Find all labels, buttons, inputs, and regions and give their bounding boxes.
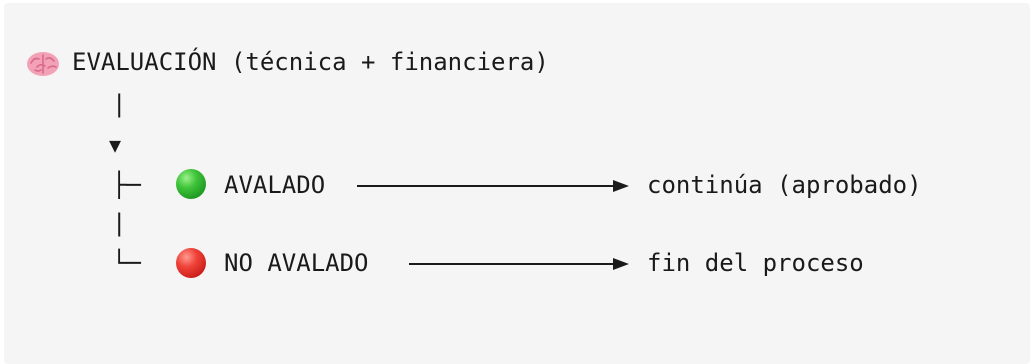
arrow-right-icon [357, 180, 629, 192]
branch-outcome: fin del proceso [647, 249, 864, 277]
branch-outcome: continúa (aprobado) [647, 171, 922, 199]
root-label: EVALUACIÓN (técnica + financiera) [72, 48, 549, 76]
vertical-connector: | [112, 90, 127, 118]
red-circle-icon [176, 248, 206, 278]
branch-label: AVALADO [224, 171, 326, 199]
down-arrow-icon: ▼ [109, 133, 122, 157]
branch-connector: └─ [112, 249, 141, 277]
arrow-right-icon [409, 258, 629, 270]
diagram-panel: EVALUACIÓN (técnica + financiera) | ▼ ├─… [4, 3, 1030, 364]
branch-label: NO AVALADO [224, 249, 369, 277]
vertical-connector: | [112, 209, 127, 237]
green-circle-icon [176, 169, 206, 199]
branch-connector: ├─ [112, 171, 141, 199]
brain-icon [27, 52, 59, 76]
